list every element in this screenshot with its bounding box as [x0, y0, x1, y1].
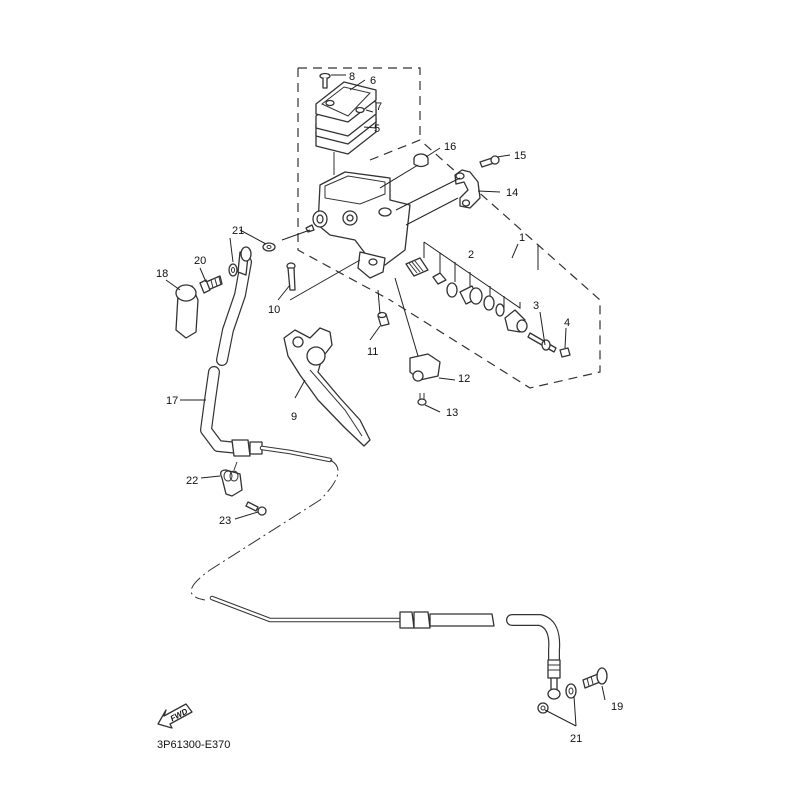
switch-12 [409, 353, 441, 382]
callout-12: 12 [458, 373, 470, 385]
clamp-22 [220, 461, 243, 497]
gasket-21-lower-b [565, 683, 577, 699]
cap-16 [413, 153, 429, 168]
callout-20: 20 [194, 255, 206, 267]
leader-lines [165, 74, 606, 727]
nut-4 [559, 347, 571, 358]
callout-17: 17 [166, 395, 178, 407]
hose-route-dashed [190, 459, 339, 601]
callout-18: 18 [156, 268, 168, 280]
holder-14 [454, 169, 481, 209]
callout-4: 4 [564, 317, 570, 329]
callout-2: 2 [468, 249, 474, 261]
callout-1: 1 [519, 232, 525, 244]
callout-21-upper: 21 [232, 225, 244, 237]
callout-5: 5 [374, 123, 380, 135]
callout-22: 22 [186, 475, 198, 487]
drawing-code: 3P61300-E370 [157, 739, 230, 751]
callout-10: 10 [268, 304, 280, 316]
callout-3: 3 [533, 300, 539, 312]
cover-18 [175, 284, 199, 339]
callout-21-lower: 21 [570, 733, 582, 745]
union-bolt-19 [582, 667, 608, 689]
gasket-21-upper-b [262, 242, 276, 252]
screw-13 [417, 393, 427, 406]
callout-19: 19 [611, 701, 623, 713]
master-cylinder-body [305, 171, 411, 279]
screw-8 [319, 72, 331, 89]
piston-kit-2 [405, 241, 528, 333]
callout-7: 7 [376, 101, 382, 113]
callout-6: 6 [370, 75, 376, 87]
callout-9: 9 [291, 411, 297, 423]
clutch-hose-lower [209, 595, 561, 700]
callout-15: 15 [514, 150, 526, 162]
push-rod-3 [527, 332, 557, 353]
callout-13: 13 [446, 407, 458, 419]
collar-11 [377, 311, 390, 327]
clutch-lever-9 [283, 327, 371, 447]
callout-14: 14 [506, 187, 518, 199]
callout-8: 8 [349, 71, 355, 83]
clutch-hose-17 [200, 246, 333, 463]
gasket-21-lower-a [537, 702, 549, 714]
callout-23: 23 [219, 515, 231, 527]
reservoir-cap-assembly [315, 81, 377, 175]
union-bolt-20 [199, 275, 223, 294]
lever-bolt-10 [286, 262, 296, 291]
assembly-boundary-reservoir [297, 67, 421, 301]
gasket-21-upper-a [228, 263, 238, 277]
bolt-15 [479, 155, 500, 168]
callout-11: 11 [367, 346, 378, 358]
bolt-23 [245, 501, 267, 516]
assembly-boundary-cylinder [369, 139, 601, 389]
callout-16: 16 [444, 141, 456, 153]
forward-direction-badge: FWD [157, 703, 193, 729]
